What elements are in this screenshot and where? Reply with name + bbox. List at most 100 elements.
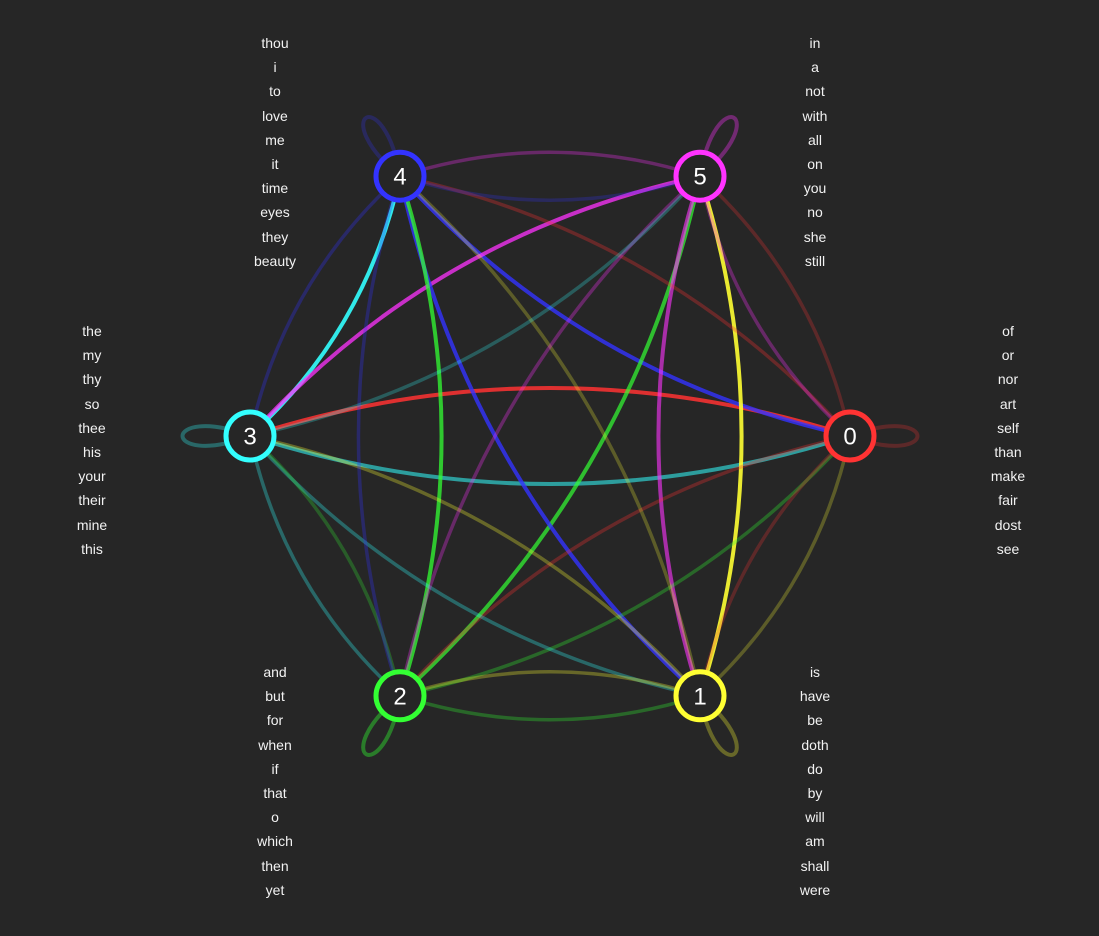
self-loop-4: [361, 115, 402, 178]
node-2: 2: [373, 669, 427, 723]
word-item: my: [82, 347, 102, 364]
word-item: to: [269, 83, 281, 100]
word-item: eyes: [260, 204, 290, 221]
word-item: that: [263, 784, 287, 801]
node-label-4: 4: [393, 164, 406, 191]
node-4: 4: [373, 149, 427, 203]
word-item: were: [799, 881, 831, 898]
self-loop-5: [698, 115, 739, 178]
word-item: nor: [997, 371, 1019, 388]
word-item: for: [266, 712, 284, 729]
word-item: see: [996, 540, 1020, 557]
word-item: i: [273, 59, 277, 76]
self-loop-0: [849, 424, 920, 448]
edge-2-to-3: [248, 434, 402, 698]
word-item: thou: [261, 35, 289, 51]
edge-4-to-5: [398, 174, 702, 202]
word-item: yet: [265, 881, 285, 898]
node-5: 5: [673, 149, 727, 203]
node-circle-0: [823, 409, 877, 463]
node-circle-2: [373, 669, 427, 723]
edge-5-to-4: [398, 150, 702, 178]
word-item: when: [258, 736, 292, 753]
node-0: 0: [823, 409, 877, 463]
word-item: of: [1002, 323, 1014, 339]
word-item: or: [1001, 347, 1015, 364]
word-item: thy: [82, 371, 102, 388]
word-item: dost: [994, 516, 1022, 533]
edge-0-to-1: [698, 434, 852, 698]
node-label-0: 0: [843, 424, 856, 451]
self-loop-3: [180, 424, 251, 448]
node-circle-4: [373, 149, 427, 203]
word-item: not: [805, 83, 825, 100]
word-item: you: [803, 180, 827, 197]
edge-1-to-5: [698, 174, 744, 698]
edge-5-to-0: [698, 174, 852, 438]
word-item: do: [807, 760, 823, 777]
word-item: it: [271, 155, 279, 172]
word-item: doth: [801, 736, 829, 753]
edge-0-to-5: [698, 174, 852, 438]
word-item: art: [999, 395, 1017, 412]
word-item: shall: [800, 857, 830, 874]
edge-2-to-5: [398, 174, 702, 698]
word-item: by: [807, 784, 823, 801]
word-item: a: [811, 59, 819, 76]
node-label-5: 5: [693, 164, 706, 191]
word-item: no: [807, 204, 823, 221]
node-label-2: 2: [393, 683, 406, 710]
word-item: so: [84, 395, 100, 412]
word-item: she: [803, 228, 827, 245]
word-item: with: [802, 107, 828, 124]
self-loop-2: [361, 694, 402, 757]
node-label-3: 3: [243, 424, 256, 451]
word-item: this: [81, 540, 103, 557]
edge-5-to-1: [656, 174, 702, 698]
node-circle-1: [673, 669, 727, 723]
word-item: your: [78, 468, 106, 485]
node-label-1: 1: [693, 683, 706, 710]
edge-1-to-3: [248, 434, 702, 698]
self-loop-1: [698, 694, 739, 757]
word-item: but: [265, 688, 285, 705]
edge-0-to-4: [398, 174, 852, 438]
edge-3-to-2: [248, 434, 402, 698]
node-circle-5: [673, 149, 727, 203]
word-item: time: [261, 180, 289, 197]
edge-0-to-2: [398, 434, 852, 698]
word-item: on: [807, 155, 823, 172]
word-item: their: [78, 492, 106, 509]
word-item: the: [82, 323, 102, 339]
word-item: thee: [78, 419, 106, 436]
word-item: fair: [998, 492, 1018, 509]
edge-1-to-4: [398, 174, 702, 698]
node-3: 3: [223, 409, 277, 463]
word-item: still: [804, 252, 826, 269]
edge-4-to-1: [398, 174, 702, 698]
word-item: all: [807, 131, 822, 148]
word-item: am: [805, 833, 825, 850]
edge-3-to-0: [248, 434, 852, 486]
word-item: in: [809, 35, 821, 51]
edge-2-to-4: [398, 174, 444, 698]
word-list-3: the my thy so thee his your their mine this: [32, 319, 152, 561]
word-item: be: [807, 712, 823, 729]
edges: [248, 150, 852, 722]
word-item: make: [990, 468, 1026, 485]
word-item: then: [261, 857, 289, 874]
word-item: if: [271, 760, 279, 777]
edge-4-to-3: [248, 174, 402, 438]
word-item: they: [261, 228, 289, 245]
word-item: his: [83, 443, 101, 460]
word-item: mine: [76, 516, 108, 533]
edge-3-to-1: [248, 434, 702, 698]
edge-4-to-0: [398, 174, 852, 438]
word-item: and: [263, 664, 287, 680]
